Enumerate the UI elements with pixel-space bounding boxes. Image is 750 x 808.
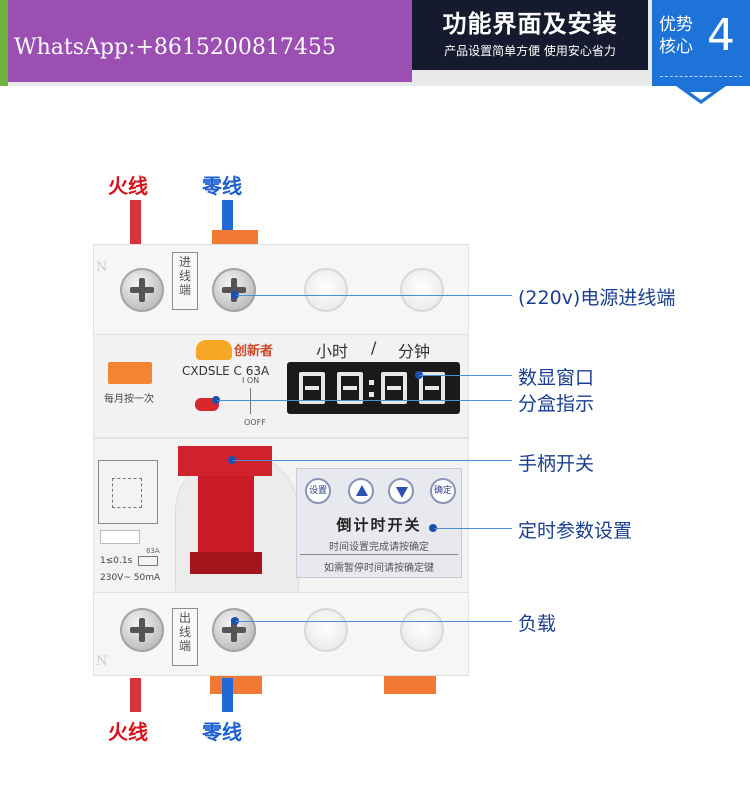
fuse-symbol-icon (138, 556, 158, 566)
minute-label: 分钟 (398, 342, 431, 361)
bottom-empty-terminal-2 (400, 608, 444, 652)
label-plate (100, 530, 140, 544)
in-char-3: 端 (178, 283, 191, 297)
badge-label-line2: 核心 (659, 37, 693, 57)
in-char-2: 线 (178, 269, 191, 283)
header-green-strip (0, 0, 8, 86)
callout-dot-handle (228, 456, 236, 464)
top-neutral-label: 零线 (202, 174, 242, 198)
hour-minute-slash: / (371, 338, 377, 357)
callout-line-load (236, 621, 512, 622)
down-button[interactable] (388, 478, 414, 504)
bottom-empty-terminal (304, 608, 348, 652)
callout-line-power (236, 295, 512, 296)
handle-switch[interactable] (178, 446, 272, 476)
badge-label-line1: 优势 (659, 15, 693, 35)
callout-load: 负载 (518, 613, 557, 635)
header-subtitle: 产品设置简单方便 使用安心省力 (444, 44, 616, 58)
brand-name: 创新者 (234, 344, 274, 359)
callout-display: 数显窗口 (518, 367, 595, 389)
callout-line-display (420, 375, 512, 376)
top-neutral-screw-icon (212, 268, 256, 312)
callout-dot-timer (429, 524, 437, 532)
set-button[interactable]: 设置 (305, 478, 331, 504)
callout-dot-display (415, 371, 423, 379)
brand-logo-icon (196, 340, 232, 360)
top-neutral-wire (222, 200, 233, 246)
callout-line-timer (434, 528, 512, 529)
up-button[interactable] (348, 478, 374, 504)
badge-divider (660, 76, 742, 77)
spec-rating: 63A (146, 547, 160, 555)
confirm-button[interactable]: 确定 (430, 478, 456, 504)
advantage-badge (652, 0, 750, 86)
display-colon (369, 392, 374, 397)
spec-voltage-current: 230V~ 50mA (100, 573, 160, 583)
callout-timer-settings: 定时参数设置 (518, 520, 633, 542)
on-off-line (250, 388, 251, 414)
terminal-n-label-bottom: N (96, 654, 108, 669)
display-digit (337, 372, 363, 404)
top-live-label: 火线 (108, 174, 148, 198)
hour-label: 小时 (316, 342, 349, 361)
model-number: CXDSLE C 63A (182, 364, 270, 378)
bottom-din-clip (210, 676, 262, 694)
spec-current: 50mA (133, 573, 161, 583)
whatsapp-contact: WhatsApp:+8615200817455 (8, 0, 412, 82)
bottom-live-label: 火线 (108, 720, 148, 744)
callout-handle: 手柄开关 (518, 453, 595, 475)
header-title-panel (412, 0, 648, 70)
callout-power-in: (220v)电源进线端 (518, 287, 676, 309)
display-digit (299, 372, 325, 404)
bottom-neutral-label: 零线 (202, 720, 242, 744)
top-empty-terminal (304, 268, 348, 312)
bottom-din-clip-2 (384, 676, 436, 694)
bottom-live-wire (130, 678, 141, 712)
wiring-schematic (98, 460, 158, 524)
on-label: I ON (242, 376, 260, 385)
top-din-clip (212, 230, 258, 246)
out-char-2: 线 (178, 625, 191, 639)
top-live-wire (130, 200, 141, 246)
in-char-1: 进 (178, 255, 191, 269)
panel-instruction-2: 如需暂停时间请按确定键 (324, 563, 434, 574)
callout-dot-power (231, 291, 239, 299)
top-empty-terminal-2 (400, 268, 444, 312)
handle-base-icon (190, 552, 262, 574)
in-terminal-label: 进 线 端 (172, 252, 198, 310)
display-colon (369, 380, 374, 385)
spec-trip-time: 1≤0.1s (100, 556, 133, 566)
callout-split-indicator: 分盒指示 (518, 393, 595, 415)
badge-label: 优势 核心 (654, 14, 698, 58)
callout-line-indicator (217, 400, 512, 401)
panel-title: 倒计时开关 (336, 516, 422, 534)
bottom-live-screw-icon (120, 608, 164, 652)
badge-arrow-inner (690, 92, 712, 100)
header-title: 功能界面及安装 (442, 10, 618, 38)
digital-display (287, 362, 460, 414)
display-digit (419, 372, 445, 404)
panel-instruction-1: 时间设置完成请按确定 (329, 542, 429, 553)
schematic-inner (112, 478, 142, 508)
bottom-neutral-wire (222, 678, 233, 712)
monthly-test-label: 每月按一次 (104, 394, 154, 405)
up-arrow-icon (356, 485, 368, 496)
callout-line-handle (233, 460, 512, 461)
monthly-test-button[interactable] (108, 362, 152, 384)
bottom-neutral-screw-icon (212, 608, 256, 652)
out-char-1: 出 (178, 611, 191, 625)
callout-dot-indicator (212, 396, 220, 404)
down-arrow-icon (396, 487, 408, 498)
out-terminal-label: 出 线 端 (172, 608, 198, 666)
spec-voltage: 230V~ (100, 573, 131, 583)
out-char-3: 端 (178, 639, 191, 653)
top-live-screw-icon (120, 268, 164, 312)
display-digit (381, 372, 407, 404)
badge-number: 4 (707, 10, 735, 61)
off-label: OOFF (244, 418, 266, 427)
callout-dot-load (231, 617, 239, 625)
terminal-n-label-top: N (96, 260, 108, 275)
panel-divider (300, 554, 458, 555)
